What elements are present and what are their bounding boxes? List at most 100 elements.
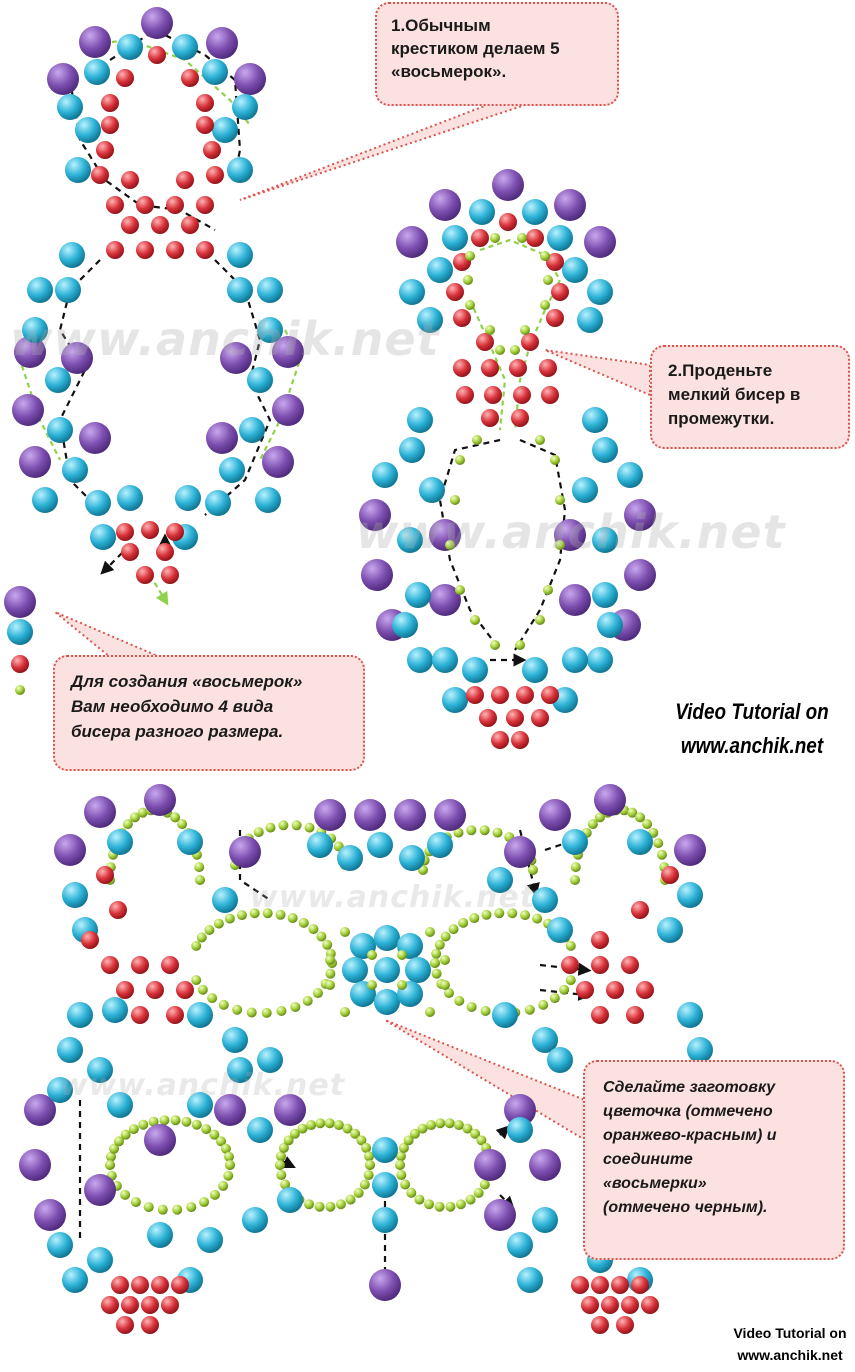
red-bead	[121, 543, 139, 561]
green-bead	[453, 827, 464, 838]
green-bead	[409, 1128, 420, 1139]
green-bead	[653, 838, 664, 849]
red-bead	[161, 566, 179, 584]
cyan-bead	[677, 882, 703, 908]
red-bead	[499, 213, 517, 231]
red-bead	[446, 283, 464, 301]
cyan-bead	[117, 34, 143, 60]
green-bead	[395, 1160, 405, 1170]
cyan-bead	[90, 524, 116, 550]
red-bead	[616, 1316, 634, 1334]
cyan-bead	[57, 94, 83, 120]
red-bead	[481, 409, 499, 427]
cyan-bead	[405, 957, 431, 983]
cyan-bead	[177, 829, 203, 855]
callout-line: Для создания «восьмерок»	[71, 672, 303, 691]
red-bead	[131, 1006, 149, 1024]
red-bead	[606, 981, 624, 999]
cyan-bead	[84, 59, 110, 85]
red-bead	[621, 956, 639, 974]
green-bead	[434, 939, 445, 950]
cyan-bead	[7, 619, 33, 645]
green-bead	[635, 812, 646, 823]
purple-bead	[429, 189, 461, 221]
video-tutorial-caption: Video Tutorial on www.anchik.net	[668, 695, 837, 763]
green-bead	[425, 927, 435, 937]
green-bead	[314, 1201, 325, 1212]
red-bead	[456, 386, 474, 404]
cyan-bead	[592, 582, 618, 608]
callout-line: «восьмерки»	[603, 1175, 707, 1192]
green-bead	[170, 1115, 181, 1126]
purple-bead	[61, 342, 93, 374]
cyan-bead	[47, 1077, 73, 1103]
cyan-bead	[227, 277, 253, 303]
red-bead	[101, 956, 119, 974]
callout-line: цветочка (отмечено	[603, 1103, 773, 1120]
cyan-bead	[62, 457, 88, 483]
red-bead	[539, 359, 557, 377]
red-bead	[541, 686, 559, 704]
cyan-bead	[227, 242, 253, 268]
red-bead	[591, 1316, 609, 1334]
red-bead	[146, 981, 164, 999]
green-bead	[290, 1001, 301, 1012]
red-bead	[196, 116, 214, 134]
video-tutorial-link[interactable]: www.anchik.net	[680, 733, 824, 758]
red-bead	[171, 1276, 189, 1294]
green-bead	[306, 1120, 317, 1131]
green-bead	[195, 875, 205, 885]
green-bead	[223, 1151, 234, 1162]
cyan-bead	[27, 277, 53, 303]
purple-bead	[559, 584, 591, 616]
purple-bead	[314, 799, 346, 831]
green-bead	[465, 1194, 476, 1205]
green-bead	[424, 1199, 435, 1210]
cyan-bead	[32, 487, 58, 513]
cyan-bead	[232, 94, 258, 120]
green-bead	[363, 1170, 374, 1181]
green-bead	[587, 819, 598, 830]
green-bead	[485, 325, 495, 335]
green-bead	[492, 827, 503, 838]
green-bead	[289, 1128, 300, 1139]
red-bead	[166, 241, 184, 259]
red-bead	[11, 655, 29, 673]
purple-bead	[79, 422, 111, 454]
video-tutorial-line: Video Tutorial on	[733, 1325, 847, 1341]
green-bead	[194, 862, 205, 873]
green-bead	[356, 1135, 367, 1146]
green-bead	[196, 932, 207, 943]
video-tutorial-link[interactable]: www.anchik.net	[737, 1347, 843, 1363]
cyan-bead	[222, 1027, 248, 1053]
red-bead	[466, 686, 484, 704]
purple-bead	[206, 27, 238, 59]
red-bead	[148, 46, 166, 64]
cyan-bead	[45, 367, 71, 393]
cyan-bead	[469, 199, 495, 225]
cyan-bead	[55, 277, 81, 303]
green-bead	[403, 1135, 414, 1146]
cyan-bead	[399, 845, 425, 871]
green-bead	[120, 1129, 131, 1140]
purple-bead	[361, 559, 393, 591]
green-bead	[342, 1123, 353, 1134]
red-bead	[181, 216, 199, 234]
red-bead	[636, 981, 654, 999]
cyan-bead	[532, 1207, 558, 1233]
red-bead	[561, 956, 579, 974]
green-bead	[524, 1004, 535, 1015]
green-bead	[340, 1007, 350, 1017]
cyan-bead	[239, 417, 265, 443]
green-bead	[191, 940, 202, 951]
green-bead	[359, 1179, 370, 1190]
cyan-bead	[277, 1187, 303, 1213]
cyan-bead	[57, 1037, 83, 1063]
callout-line: Вам необходимо 4 вида	[71, 697, 274, 716]
green-bead	[170, 812, 181, 823]
purple-bead	[554, 189, 586, 221]
purple-bead	[504, 1094, 536, 1126]
green-bead	[434, 1201, 445, 1212]
green-bead	[15, 685, 25, 695]
black-thread	[68, 79, 216, 231]
